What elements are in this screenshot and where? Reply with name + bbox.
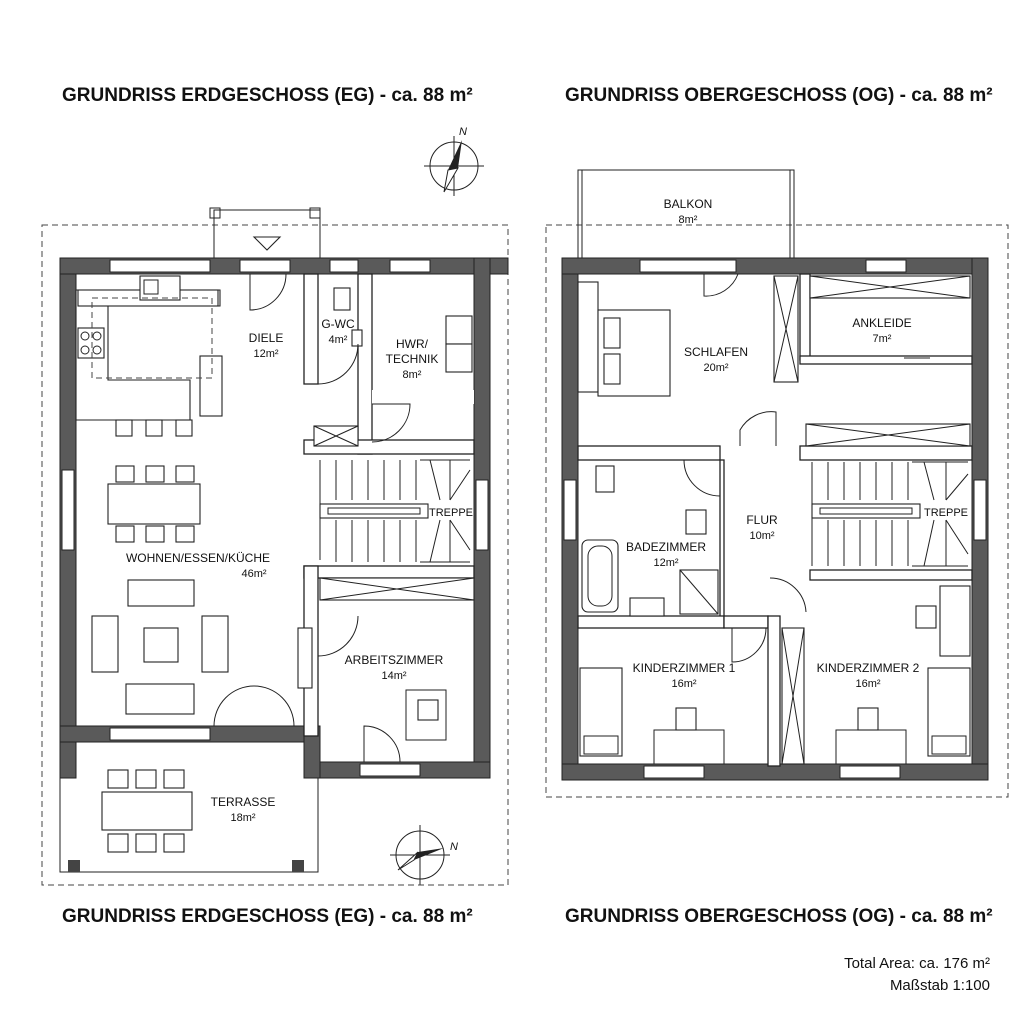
room-area-balkon: 8m²	[679, 214, 698, 226]
room-area-terrasse: 18m²	[230, 812, 255, 824]
room-label-kinderzimmer-2: KINDERZIMMER 2	[817, 661, 920, 675]
room-label-gwc: G-WC	[321, 317, 355, 331]
room-label-technik: TECHNIK	[386, 352, 439, 366]
room-area-schlafen: 20m²	[703, 362, 728, 374]
room-label-treppe-eg: TREPPE	[429, 507, 473, 519]
room-area-ankleide: 7m²	[873, 333, 892, 345]
room-label-terrasse: TERRASSE	[211, 795, 276, 809]
title-eg-bottom: GRUNDRISS ERDGESCHOSS (EG) - ca. 88 m²	[62, 906, 473, 927]
room-label-flur: FLUR	[746, 513, 778, 527]
room-area-hwr: 8m²	[403, 369, 422, 381]
room-label-badezimmer: BADEZIMMER	[626, 540, 706, 554]
title-og-bottom: GRUNDRISS OBERGESCHOSS (OG) - ca. 88 m²	[565, 906, 993, 927]
room-label-diele: DIELE	[249, 331, 284, 345]
room-area-gwc: 4m²	[329, 334, 348, 346]
room-area-diele: 12m²	[253, 348, 278, 360]
room-label-arbeitszimmer: ARBEITSZIMMER	[345, 653, 444, 667]
north-arrow-icon: N	[424, 126, 484, 196]
title-og-top: GRUNDRISS OBERGESCHOSS (OG) - ca. 88 m²	[565, 85, 993, 106]
room-area-badezimmer: 12m²	[653, 557, 678, 569]
room-area-kinderzimmer-1: 16m²	[671, 678, 696, 690]
eg-floor-plan: DIELE 12m² G-WC 4m² HWR/ TECHNIK 8m² TRE…	[41, 207, 509, 886]
og-floor-plan: BALKON 8m² SCHLAFEN 20m² ANKLEIDE 7m² BA…	[545, 169, 1009, 798]
room-label-kinderzimmer-1: KINDERZIMMER 1	[633, 661, 736, 675]
room-label-hwr: HWR/	[396, 337, 429, 351]
room-label-ankleide: ANKLEIDE	[852, 316, 911, 330]
title-eg-top: GRUNDRISS ERDGESCHOSS (EG) - ca. 88 m²	[62, 85, 473, 106]
north-label: N	[459, 126, 467, 138]
north-arrow-icon-bottom: N	[390, 825, 458, 885]
north-label-bottom: N	[450, 841, 458, 853]
room-area-wohnen: 46m²	[241, 568, 266, 580]
room-label-balkon: BALKON	[664, 197, 713, 211]
room-area-flur: 10m²	[749, 530, 774, 542]
room-label-treppe-og: TREPPE	[924, 507, 968, 519]
room-label-wohnen: WOHNEN/ESSEN/KÜCHE	[126, 551, 270, 565]
room-area-kinderzimmer-2: 16m²	[855, 678, 880, 690]
room-label-schlafen: SCHLAFEN	[684, 345, 748, 359]
room-area-arbeitszimmer: 14m²	[381, 670, 406, 682]
scale-text: Maßstab 1:100	[890, 977, 990, 994]
total-area-text: Total Area: ca. 176 m²	[844, 955, 990, 972]
entrance-arrow-icon	[252, 236, 282, 251]
